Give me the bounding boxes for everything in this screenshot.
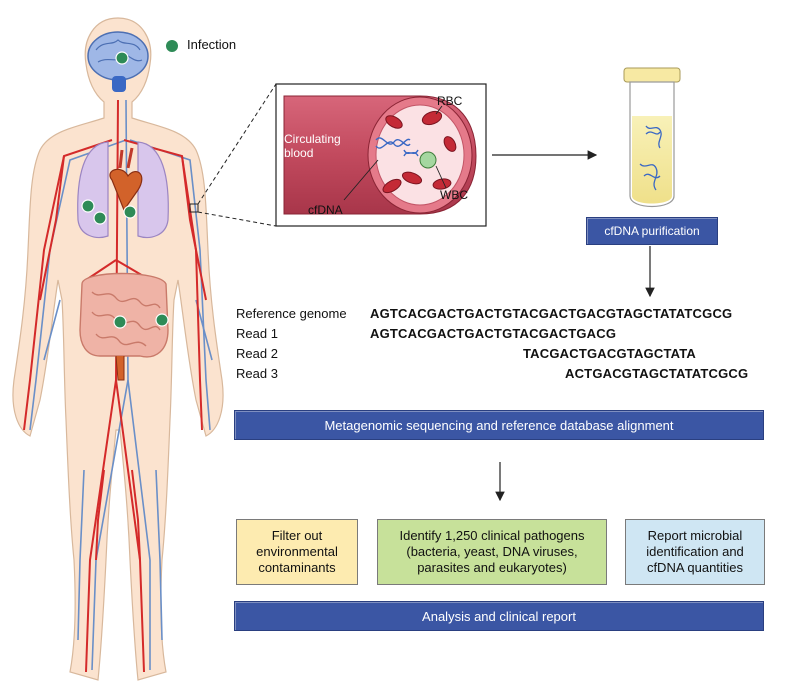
vessel-zoom-marker [189, 203, 199, 213]
white-blood-cell [419, 151, 437, 169]
infection-dot-brain [115, 51, 129, 65]
human-body [12, 17, 224, 681]
legend-infection-label: Infection [187, 37, 237, 52]
reference-genome-sequence: AGTCACGACTGACTGTACGACTGACGTAGCTATATCGCG [370, 306, 733, 321]
cfdna-fragments [375, 137, 419, 157]
cfdna-label: cfDNA [308, 203, 343, 217]
infection-dot-gut-right [155, 313, 169, 327]
infection-dot-heart [123, 205, 137, 219]
vessel-cross-section [275, 83, 487, 227]
circulating-blood-label: Circulating blood [284, 132, 341, 160]
zoom-lines [197, 83, 277, 227]
heart [109, 147, 143, 212]
infection-markers [81, 51, 169, 329]
wbc-label: WBC [440, 188, 468, 202]
infection-dot-lung-left-lower [93, 211, 107, 225]
read-2-sequence: TACGACTGACGTAGCTATA [523, 346, 697, 361]
infection-dot-gut-left [113, 315, 127, 329]
read-1-label: Read 1 [236, 326, 278, 341]
red-blood-cells [382, 110, 457, 194]
rbc-label: RBC [437, 94, 463, 108]
test-tube [623, 67, 681, 207]
arteries [23, 99, 207, 673]
cfdna-purification-box: cfDNA purification [586, 217, 718, 245]
filter-contaminants-box: Filter out environmental contaminants [236, 519, 358, 585]
intestines [79, 272, 169, 381]
reference-genome-label: Reference genome [236, 306, 347, 321]
report-microbial-box: Report microbial identification and cfDN… [625, 519, 765, 585]
legend-infection-dot [166, 40, 178, 52]
clinical-report-bar: Analysis and clinical report [234, 601, 764, 631]
metagenomic-sequencing-bar: Metagenomic sequencing and reference dat… [234, 410, 764, 440]
read-3-sequence: ACTGACGTAGCTATATCGCG [565, 366, 749, 381]
infection-dot-lung-left [81, 199, 95, 213]
read-1-sequence: AGTCACGACTGACTGTACGACTGACG [370, 326, 617, 341]
read-3-label: Read 3 [236, 366, 278, 381]
identify-pathogens-box: Identify 1,250 clinical pathogens (bacte… [377, 519, 607, 585]
read-2-label: Read 2 [236, 346, 278, 361]
